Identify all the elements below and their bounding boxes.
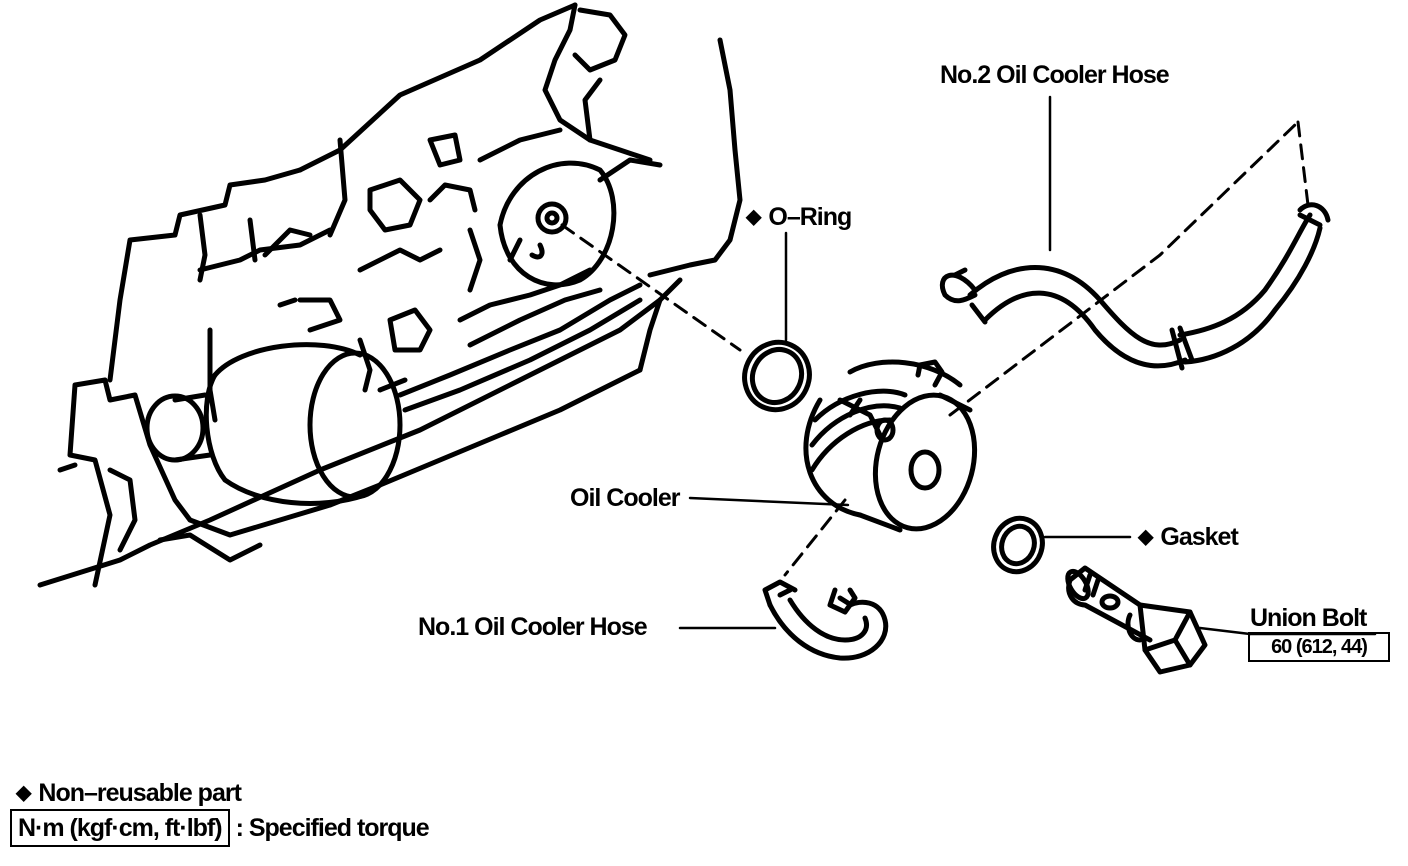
oil-cooler	[803, 359, 978, 533]
o-ring	[742, 339, 812, 413]
non-reusable-diamond-icon: ◆	[1138, 526, 1153, 548]
legend-torque: N·m (kgf·cm, ft·lbf): Specified torque	[10, 809, 430, 847]
non-reusable-diamond-icon: ◆	[16, 782, 31, 804]
label-gasket: ◆ Gasket	[1138, 523, 1239, 551]
label-oil-cooler: Oil Cooler	[570, 484, 680, 512]
oil-filter	[144, 342, 408, 506]
union-bolt-torque-box: 60 (612, 44)	[1248, 632, 1390, 662]
label-no2-oil-cooler-hose: No.2 Oil Cooler Hose	[940, 61, 1170, 89]
non-reusable-diamond-icon: ◆	[746, 206, 761, 228]
cooler-mounting-flange	[497, 157, 663, 288]
alignment-dashed-lines	[560, 120, 1310, 577]
union-bolt	[1065, 565, 1208, 675]
no1-oil-cooler-hose	[762, 579, 889, 661]
gasket	[991, 515, 1045, 575]
label-o-ring-text: O–Ring	[768, 203, 852, 231]
legend-torque-desc: : Specified torque	[235, 814, 430, 842]
legend-non-reusable-text: Non–reusable part	[38, 779, 242, 807]
label-o-ring: ◆ O–Ring	[746, 203, 852, 231]
legend-torque-units-box: N·m (kgf·cm, ft·lbf)	[10, 809, 230, 847]
union-bolt-torque-value: 60 (612, 44)	[1271, 635, 1368, 658]
label-union-bolt: Union Bolt	[1250, 604, 1367, 632]
engine-block	[37, 2, 743, 588]
label-gasket-text: Gasket	[1160, 523, 1238, 551]
label-no1-oil-cooler-hose: No.1 Oil Cooler Hose	[418, 613, 648, 641]
legend-non-reusable: ◆ Non–reusable part	[16, 779, 242, 807]
leader-lines	[678, 95, 1377, 636]
no2-oil-cooler-hose	[939, 202, 1331, 371]
